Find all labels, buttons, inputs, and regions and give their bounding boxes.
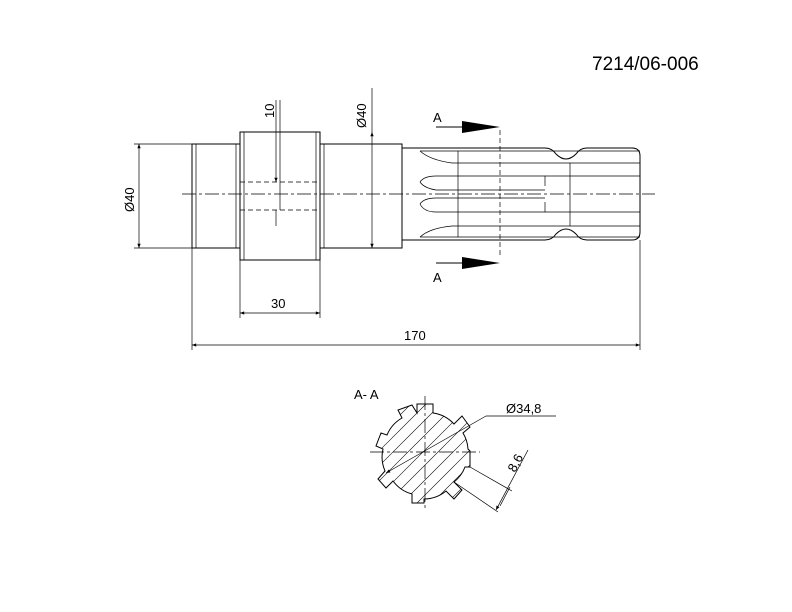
dim-collar-diameter: Ø40: [354, 103, 369, 128]
section-markers: A A: [433, 110, 500, 285]
splined-end: [401, 130, 641, 258]
section-hatching: [376, 404, 470, 503]
dim-journal-diameter: Ø40: [122, 187, 137, 212]
section-outer-diameter: Ø34,8: [506, 401, 541, 416]
section-marker-top: A: [433, 110, 442, 125]
section-title: A- A: [354, 387, 379, 402]
left-journal: [191, 143, 241, 249]
section-view: A- A Ø34,8 8,6: [354, 387, 556, 513]
shaft-side-view: [182, 130, 655, 261]
part-number: 7214/06-006: [592, 54, 699, 75]
dim-groove-length: 30: [271, 296, 285, 311]
section-spline-width: 8,6: [504, 451, 526, 474]
dimensions: Ø40 10 Ø40 30 170: [122, 88, 641, 350]
right-journal: [319, 143, 403, 249]
section-marker-bottom: A: [433, 270, 442, 285]
dim-collar-width: 10: [262, 104, 277, 118]
dim-overall-length: 170: [404, 328, 426, 343]
section-outline: [375, 403, 471, 504]
